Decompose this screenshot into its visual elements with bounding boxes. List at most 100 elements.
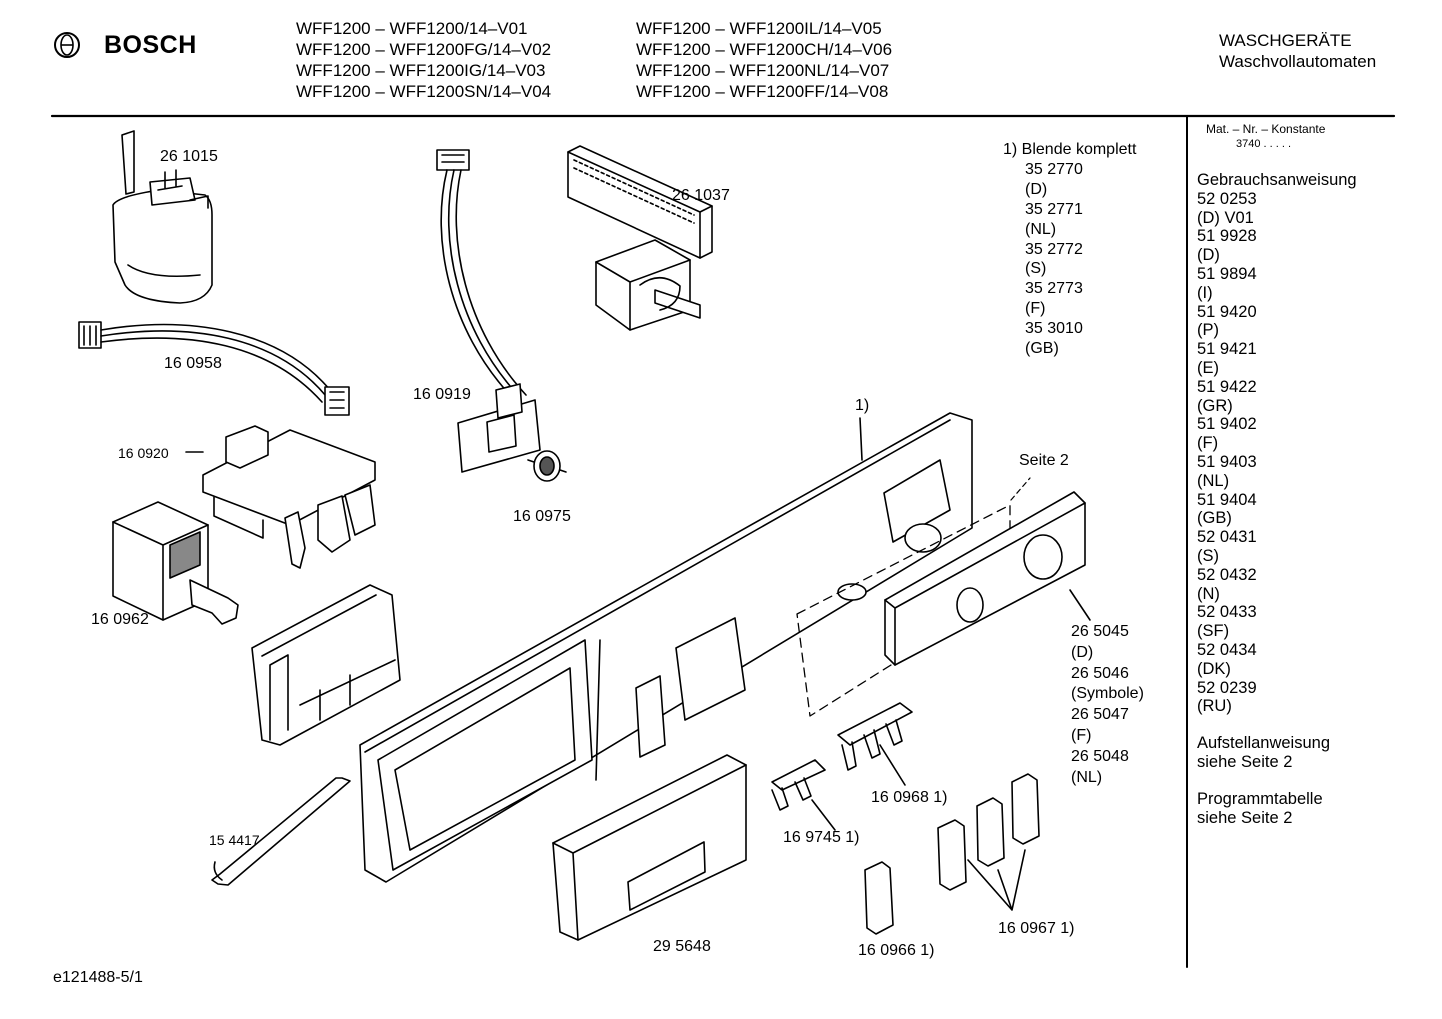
panel-part: (F) bbox=[1071, 726, 1092, 744]
label-160967: 16 0967 1) bbox=[998, 920, 1075, 937]
gebrauch-item: (D) bbox=[1197, 246, 1220, 265]
aufstell-line1: Aufstellanweisung bbox=[1197, 734, 1330, 752]
part-160967-drawing bbox=[937, 773, 1040, 911]
model-line: WFF1200 – WFF1200SN/14–V04 bbox=[296, 82, 552, 101]
label-295648: 29 5648 bbox=[653, 938, 711, 955]
part-160920-drawing bbox=[185, 425, 376, 569]
category-title: WASCHGERÄTE Waschvollautomaten bbox=[1219, 30, 1376, 72]
mat-nr-header: Mat. – Nr. – Konstante bbox=[1206, 122, 1326, 136]
gebrauch-item: (NL) bbox=[1197, 471, 1230, 490]
blende-item: 35 2772 bbox=[1025, 240, 1083, 258]
gebrauch-item: (GR) bbox=[1197, 396, 1233, 415]
gebrauch-item: 51 9421 bbox=[1197, 340, 1257, 359]
brand-name: BOSCH bbox=[104, 31, 197, 59]
gebrauch-item: (N) bbox=[1197, 584, 1220, 603]
sidebar-gebrauch: Gebrauchsanweisung 52 0253 (D) V01 51 99… bbox=[1197, 171, 1357, 716]
gebrauch-item: (S) bbox=[1197, 546, 1219, 565]
label-160920: 16 0920 bbox=[118, 445, 169, 461]
gebrauch-item: 51 9928 bbox=[1197, 227, 1257, 246]
panel-part: (Symbole) bbox=[1071, 685, 1144, 703]
part-160919-drawing bbox=[436, 149, 541, 473]
gebrauch-item: 52 0433 bbox=[1197, 603, 1257, 622]
category-line1: WASCHGERÄTE bbox=[1219, 31, 1352, 50]
gebrauch-item: 52 0431 bbox=[1197, 528, 1257, 547]
blende-title: 1) Blende komplett bbox=[1003, 141, 1137, 158]
label-160919: 16 0919 bbox=[413, 386, 471, 403]
programm-line1: Programmtabelle bbox=[1197, 790, 1323, 808]
blende-item: 35 2770 bbox=[1025, 160, 1083, 178]
panel-part: (D) bbox=[1071, 643, 1094, 661]
label-154417: 15 4417 bbox=[209, 832, 260, 848]
gebrauch-title: Gebrauchsanweisung bbox=[1197, 171, 1357, 189]
category-line2: Waschvollautomaten bbox=[1219, 52, 1377, 71]
blende-list: 1) Blende komplett 35 2770 (D) 35 2771 (… bbox=[1003, 140, 1136, 359]
drawer-housing-drawing bbox=[251, 584, 401, 746]
gebrauch-item: (P) bbox=[1197, 321, 1219, 340]
gebrauch-item: (F) bbox=[1197, 434, 1219, 453]
model-line: WFF1200 – WFF1200IG/14–V03 bbox=[296, 61, 546, 80]
model-line: WFF1200 – WFF1200CH/14–V06 bbox=[636, 40, 893, 59]
blende-item: (GB) bbox=[1025, 340, 1059, 358]
part-169745-drawing bbox=[771, 759, 836, 831]
gebrauch-item: 51 9422 bbox=[1197, 377, 1257, 396]
blende-item: (NL) bbox=[1025, 220, 1057, 238]
gebrauch-item: (D) V01 bbox=[1197, 208, 1254, 227]
label-160968: 16 0968 1) bbox=[871, 789, 948, 806]
control-panel-drawing bbox=[359, 412, 973, 883]
model-list-col2: WFF1200 – WFF1200IL/14–V05 WFF1200 – WFF… bbox=[636, 18, 892, 102]
bosch-logo bbox=[52, 30, 82, 65]
sidebar-aufstell: Aufstellanweisung siehe Seite 2 bbox=[1197, 734, 1330, 772]
gebrauch-item: 52 0239 bbox=[1197, 678, 1257, 697]
label-169745: 16 9745 1) bbox=[783, 829, 860, 846]
blende-item: (F) bbox=[1025, 300, 1046, 318]
gebrauch-item: (RU) bbox=[1197, 697, 1232, 716]
model-line: WFF1200 – WFF1200IL/14–V05 bbox=[636, 19, 882, 38]
label-seite2: Seite 2 bbox=[1019, 452, 1069, 469]
label-160975: 16 0975 bbox=[513, 508, 571, 525]
part-160975-drawing bbox=[527, 450, 567, 482]
aufstell-line2: siehe Seite 2 bbox=[1197, 752, 1293, 771]
gebrauch-item: 51 9420 bbox=[1197, 302, 1257, 321]
blende-item: 35 3010 bbox=[1025, 320, 1083, 338]
gebrauch-item: (I) bbox=[1197, 283, 1213, 302]
part-261037-drawing bbox=[567, 145, 713, 331]
part-160966-drawing bbox=[864, 861, 894, 935]
model-line: WFF1200 – WFF1200FG/14–V02 bbox=[296, 40, 552, 59]
panel-part: 26 5046 bbox=[1071, 664, 1129, 682]
gebrauch-item: (GB) bbox=[1197, 509, 1232, 528]
model-line: WFF1200 – WFF1200FF/14–V08 bbox=[636, 82, 889, 101]
panel-parts-list: 26 5045 (D) 26 5046 (Symbole) 26 5047 (F… bbox=[1071, 622, 1144, 788]
part-261015-drawing bbox=[112, 130, 213, 304]
label-261037: 26 1037 bbox=[672, 187, 730, 204]
sidebar-programm: Programmtabelle siehe Seite 2 bbox=[1197, 790, 1323, 828]
part-154417-drawing bbox=[211, 777, 351, 886]
gebrauch-item: (DK) bbox=[1197, 659, 1231, 678]
gebrauch-item: 52 0434 bbox=[1197, 640, 1257, 659]
part-265045-drawing bbox=[884, 491, 1091, 666]
gebrauch-item: 51 9404 bbox=[1197, 490, 1257, 509]
part-160968-drawing bbox=[837, 702, 913, 786]
footer-code: e121488-5/1 bbox=[53, 969, 143, 986]
gebrauch-item: (E) bbox=[1197, 358, 1219, 377]
label-160966: 16 0966 1) bbox=[858, 942, 935, 959]
bosch-armature-icon bbox=[54, 32, 80, 58]
panel-part: 26 5045 bbox=[1071, 623, 1129, 640]
model-line: WFF1200 – WFF1200NL/14–V07 bbox=[636, 61, 890, 80]
part-160958-drawing bbox=[78, 321, 350, 416]
mat-nr-value: 3740 . . . . . bbox=[1236, 138, 1292, 150]
blende-item: (D) bbox=[1025, 180, 1048, 198]
gebrauch-item: 51 9402 bbox=[1197, 415, 1257, 434]
part-160962-drawing bbox=[112, 501, 239, 625]
gebrauch-item: 51 9403 bbox=[1197, 452, 1257, 471]
model-list-col1: WFF1200 – WFF1200/14–V01 WFF1200 – WFF12… bbox=[296, 18, 551, 102]
blende-item: 35 2771 bbox=[1025, 200, 1083, 218]
panel-part: 26 5048 bbox=[1071, 747, 1129, 765]
programm-line2: siehe Seite 2 bbox=[1197, 808, 1293, 827]
blende-item: 35 2773 bbox=[1025, 280, 1083, 298]
label-160958: 16 0958 bbox=[164, 355, 222, 372]
panel-part: 26 5047 bbox=[1071, 706, 1129, 724]
gebrauch-item: 51 9894 bbox=[1197, 264, 1257, 283]
label-160962: 16 0962 bbox=[91, 611, 149, 628]
gebrauch-item: 52 0253 bbox=[1197, 189, 1257, 208]
